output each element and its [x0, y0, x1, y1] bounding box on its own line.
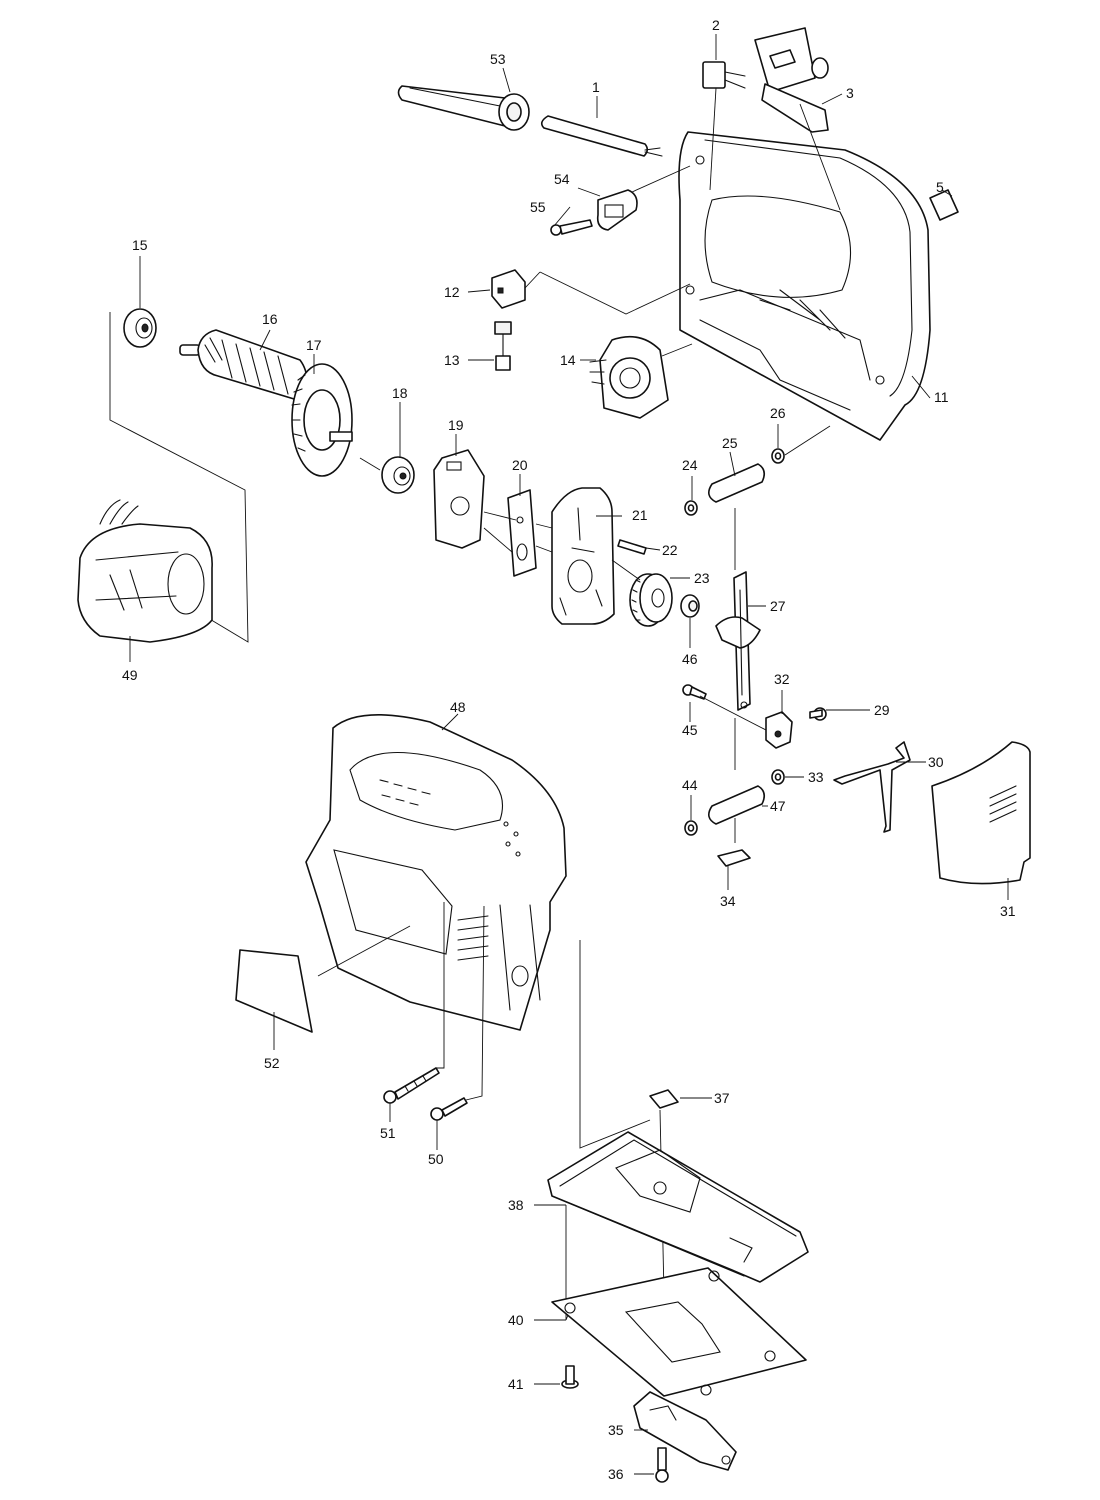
callout-21: 21 [632, 507, 648, 523]
callout-17: 17 [306, 337, 322, 353]
part-22-pin [617, 539, 647, 555]
part-29-bolt [809, 707, 827, 721]
callout-13: 13 [444, 352, 460, 368]
callout-16: 16 [262, 311, 278, 327]
part-50-screw [430, 1097, 468, 1121]
part-26-ring [771, 448, 785, 464]
part-51-screw [383, 1067, 440, 1104]
part-3-switch [754, 27, 829, 133]
part-12-brush-holder [491, 269, 526, 309]
part-38-slide-bar [708, 785, 766, 825]
callout-52: 52 [264, 1055, 280, 1071]
part-13-carbon-brush [494, 321, 512, 371]
callout-36: 45 [682, 722, 698, 738]
callout-33: 33 [808, 769, 824, 785]
callout-26: 26 [770, 405, 786, 421]
callout-32: 32 [774, 671, 790, 687]
part-14-speed-control [589, 335, 669, 419]
part-18-bearing [381, 456, 415, 494]
callout-45: 38 [508, 1197, 524, 1213]
callout-31: 31 [1000, 903, 1016, 919]
callout-38: 47 [770, 798, 786, 814]
part-21-gear-plate [551, 487, 615, 625]
callout-40: 48 [450, 699, 466, 715]
callout-53: 53 [490, 51, 506, 67]
part-2-capacitor [702, 61, 746, 89]
part-46-shoe-plate [551, 1267, 807, 1397]
part-24-o-ring [684, 500, 698, 516]
callout-15: 15 [132, 237, 148, 253]
callout-20: 20 [512, 457, 528, 473]
callout-34: 34 [720, 893, 736, 909]
callout-25: 25 [722, 435, 738, 451]
callout-1: 1 [592, 79, 600, 95]
leader-lines [129, 34, 1009, 1475]
callout-49: 36 [608, 1466, 624, 1482]
callout-12: 12 [444, 284, 460, 300]
part-35-o-ring [684, 820, 698, 836]
part-11-motor-housing [678, 131, 931, 441]
part-44-pad [649, 1089, 679, 1109]
part-34-pad [717, 849, 751, 867]
part-45-base [547, 1131, 809, 1283]
callout-24: 24 [682, 457, 698, 473]
part-53-cord-guard [397, 85, 530, 131]
part-55-screw [550, 219, 593, 236]
part-31-blade-cover [931, 741, 1031, 885]
callout-30: 30 [928, 754, 944, 770]
callout-numbers: 53 1 2 3 5 54 55 12 13 14 11 15 16 17 18… [122, 17, 1016, 1482]
callout-11: 11 [934, 389, 949, 405]
part-19-retainer [433, 449, 485, 549]
callout-29: 29 [874, 702, 890, 718]
part-16-armature [179, 329, 353, 477]
callout-22: 22 [662, 542, 678, 558]
part-20-plate [507, 489, 537, 577]
part-32-holder [765, 711, 793, 749]
part-52-label-plate [235, 949, 313, 1033]
callout-2: 2 [712, 17, 720, 33]
part-49-screw [655, 1447, 669, 1483]
callout-50: 50 [428, 1151, 444, 1167]
part-5-label [929, 189, 959, 221]
callout-18: 18 [392, 385, 408, 401]
callout-3: 3 [846, 85, 854, 101]
callout-47: 41 [508, 1376, 524, 1392]
part-48-lever [633, 1391, 737, 1471]
callout-27: 27 [770, 598, 786, 614]
callout-41: 49 [122, 667, 138, 683]
callout-37: 46 [682, 651, 698, 667]
callout-5: 5 [936, 179, 944, 195]
part-47-screw [561, 1365, 579, 1389]
part-41-field [77, 499, 213, 643]
callout-54: 54 [554, 171, 570, 187]
callout-46: 40 [508, 1312, 524, 1328]
callout-44: 37 [714, 1090, 730, 1106]
part-37-bushing [680, 594, 700, 618]
part-15-ball-bearing [123, 308, 157, 348]
callout-55: 55 [530, 199, 546, 215]
callout-14: 14 [560, 352, 576, 368]
callout-19: 19 [448, 417, 464, 433]
part-27-slider [715, 571, 761, 711]
part-1-power-cord [540, 115, 663, 157]
callout-51: 51 [380, 1125, 396, 1141]
callout-23: 23 [694, 570, 710, 586]
part-30-support [833, 741, 911, 833]
callout-48: 35 [608, 1422, 624, 1438]
part-23-gear [629, 573, 673, 627]
callout-35: 44 [682, 777, 698, 793]
part-36-bolt [682, 684, 707, 700]
part-40-housing-set [305, 714, 567, 1031]
part-25-slide-bar [708, 463, 766, 503]
part-54-strain-relief [596, 189, 638, 231]
part-33-ring [771, 769, 785, 785]
